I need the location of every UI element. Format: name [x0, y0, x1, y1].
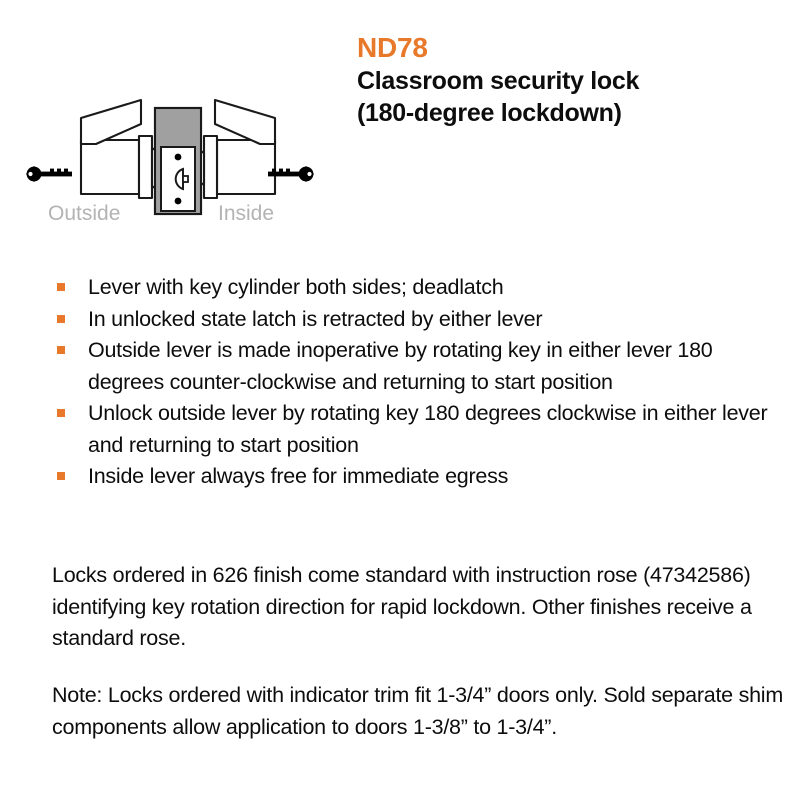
list-item-label: Outside lever is made inoperative by rot…: [88, 338, 713, 394]
finish-note-paragraph: Locks ordered in 626 finish come standar…: [52, 563, 752, 650]
page-title-model: ND78: [357, 32, 428, 63]
door-thickness-note-paragraph: Note: Locks ordered with indicator trim …: [52, 683, 783, 739]
page-title-description: Classroom security lock (180-degree lock…: [357, 67, 640, 127]
list-item-label: Lever with key cylinder both sides; dead…: [88, 275, 504, 299]
inside-key-icon: [268, 166, 314, 182]
outside-key-icon: [26, 166, 72, 182]
list-item: In unlocked state latch is retracted by …: [0, 304, 790, 336]
list-item: Outside lever is made inoperative by rot…: [0, 335, 790, 398]
faceplate-latch: [160, 146, 196, 212]
outside-lever: [79, 98, 162, 200]
lock-diagram: Outside Inside: [0, 40, 340, 240]
list-item-label: Inside lever always free for immediate e…: [88, 464, 509, 488]
list-item: Inside lever always free for immediate e…: [0, 461, 790, 493]
list-item: Unlock outside lever by rotating key 180…: [0, 398, 790, 461]
list-item-label: In unlocked state latch is retracted by …: [88, 306, 543, 331]
heading-block: ND78 Classroom security lock (180-degree…: [357, 32, 787, 129]
bullet-square-icon: [57, 409, 65, 417]
bullet-square-icon: [57, 283, 65, 291]
bullet-square-icon: [57, 472, 65, 480]
bullet-square-icon: [57, 314, 65, 323]
header-region: Outside Inside ND78 Classroom security l…: [0, 0, 800, 252]
list-item: Lever with key cylinder both sides; dead…: [0, 272, 790, 304]
feature-list: Lever with key cylinder both sides; dead…: [0, 272, 790, 493]
lock-diagram-svg: Outside Inside: [26, 98, 314, 225]
bullet-square-icon: [57, 346, 65, 354]
list-item-label: Unlock outside lever by rotating key 180…: [88, 401, 768, 457]
outside-label: Outside: [48, 202, 120, 225]
inside-lever: [194, 98, 277, 200]
inside-label: Inside: [218, 202, 274, 225]
